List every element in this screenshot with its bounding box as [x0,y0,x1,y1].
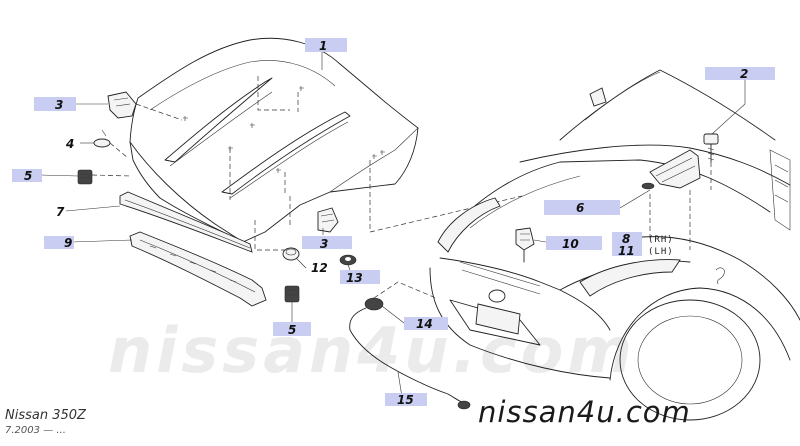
leader-lines [39,52,746,398]
hood-hinge [641,133,719,250]
hood-bracket-upper [107,91,183,121]
callout-15: 15 [385,393,427,407]
watermark-center: nissan4u.com [108,314,636,387]
svg-text:13: 13 [346,271,363,285]
side-label-lh: (LH) [648,247,674,257]
bumper-stop-right [284,285,300,303]
svg-text:11: 11 [618,244,635,258]
callout-8: 8 (RH) [612,232,674,246]
svg-text:9: 9 [64,236,72,250]
callout-5-right: 5 [273,322,311,337]
caption-model: Nissan 350Z [5,408,86,423]
callout-9: 9 [44,236,74,250]
watermark-corner: nissan4u.com [478,395,691,429]
svg-text:10: 10 [562,237,579,251]
hood-panel [129,37,523,251]
svg-text:14: 14 [416,317,433,331]
caption-date: 7.2003 — ... [5,425,66,436]
svg-text:6: 6 [576,201,584,215]
svg-text:15: 15 [397,393,414,407]
car-front-view [429,69,800,421]
svg-text:5: 5 [288,323,296,337]
hood-lock-10 [515,227,535,263]
hood-weatherstrip [119,191,253,253]
svg-text:3: 3 [320,237,328,251]
callout-1: 1 [305,38,347,53]
callout-7: 7 [56,205,65,219]
side-label-rh: (RH) [648,235,674,245]
grommet-13 [339,254,357,266]
svg-text:12: 12 [311,261,328,275]
svg-text:3: 3 [55,98,63,112]
svg-text:4: 4 [65,137,74,151]
callout-3-lower: 3 [302,236,352,251]
svg-text:7: 7 [56,205,65,219]
callout-10: 10 [546,236,602,251]
release-cable [349,281,471,410]
svg-text:2: 2 [740,67,748,81]
clip-part-4 [93,129,129,159]
callout-6: 6 [544,200,620,215]
callout-12: 12 [311,261,328,275]
callout-5-left: 5 [12,169,42,183]
callout-14: 14 [404,317,448,331]
callout-11: 11 (LH) [612,244,674,258]
callout-3-upper: 3 [34,97,76,112]
svg-text:5: 5 [24,169,32,183]
callout-2: 2 [705,67,775,81]
callout-13: 13 [340,270,380,285]
callout-4: 4 [65,137,74,151]
svg-text:8: 8 [622,232,630,246]
hood-insulator [129,231,267,307]
rubber-stop-12 [282,247,300,261]
hood-bracket-lower [317,207,339,233]
bumper-stop-left [77,169,133,185]
svg-text:1: 1 [319,39,327,53]
